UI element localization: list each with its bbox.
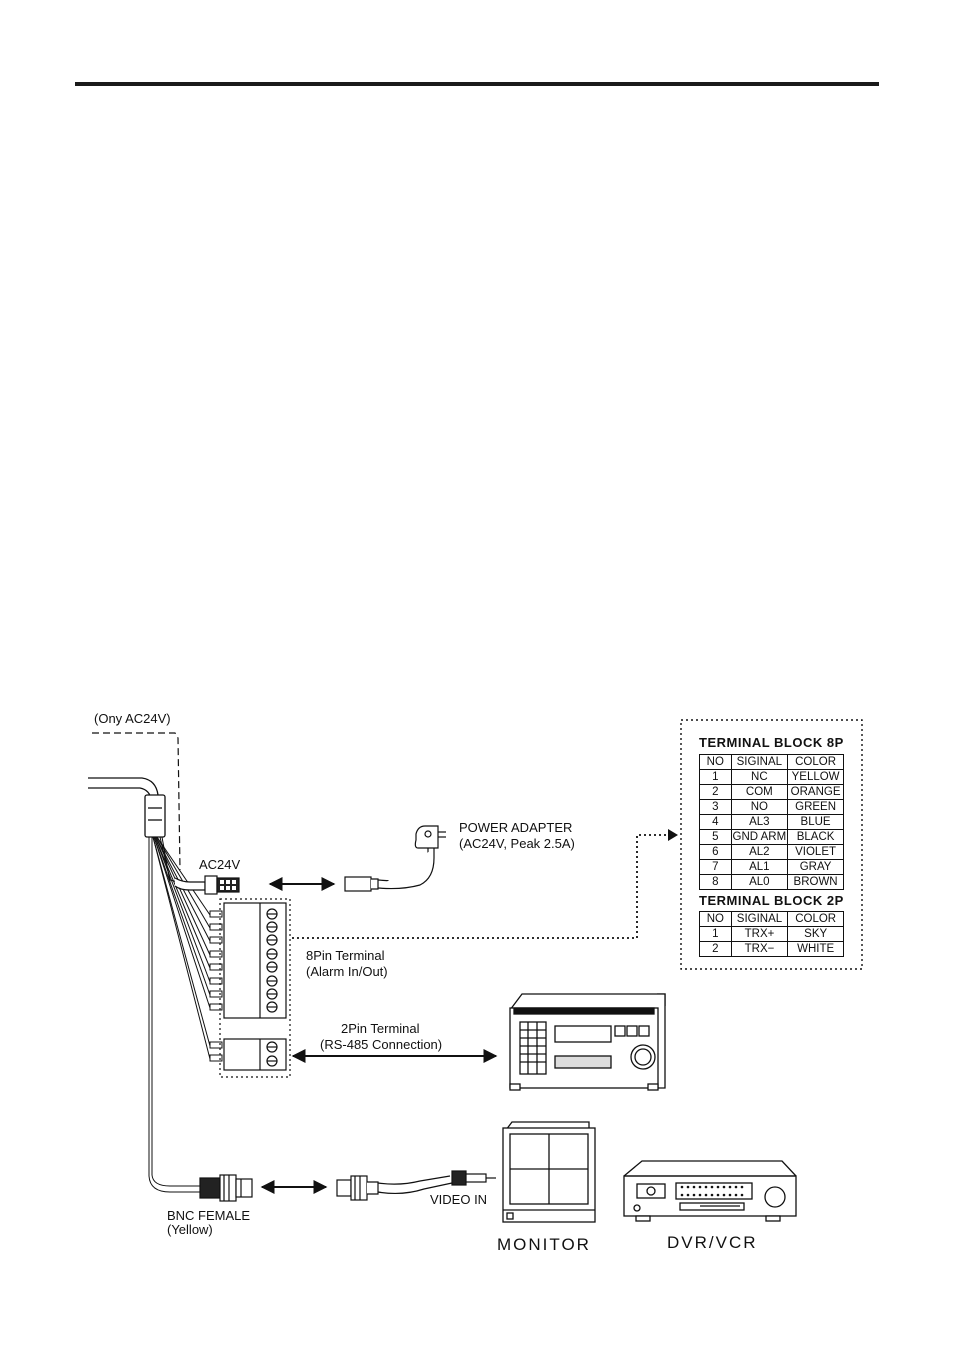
bnc-female-label: BNC FEMALE bbox=[167, 1208, 251, 1223]
table-cell: BROWN bbox=[787, 874, 844, 890]
dvr-vcr-label: DVR/VCR bbox=[667, 1233, 758, 1252]
table-cell: WHITE bbox=[787, 941, 844, 957]
pin8-terminal-label: 8Pin Terminal bbox=[306, 948, 385, 963]
table-cell: 2 bbox=[699, 941, 732, 957]
terminal-block-2p-title: TERMINAL BLOCK 2P bbox=[699, 893, 844, 908]
table-cell: AL0 bbox=[730, 874, 789, 890]
table-cell: COM bbox=[730, 784, 789, 800]
table-cell: TRX− bbox=[730, 941, 789, 957]
connection-arrows bbox=[260, 877, 498, 1194]
rs485-controller bbox=[509, 993, 666, 1091]
table-cell: VIOLET bbox=[787, 844, 844, 860]
power-adapter-label: POWER ADAPTER bbox=[459, 820, 573, 835]
dashed-guide bbox=[92, 732, 181, 871]
power-adapter-spec-label: (AC24V, Peak 2.5A) bbox=[459, 836, 575, 851]
ac24v-label: AC24V bbox=[199, 857, 241, 872]
table-header-cell: SIGINAL bbox=[730, 911, 789, 927]
table-cell: NC bbox=[730, 769, 789, 785]
table-header-cell: SIGINAL bbox=[730, 754, 789, 770]
bnc-color-label: (Yellow) bbox=[167, 1222, 213, 1237]
table-cell: 2 bbox=[699, 784, 732, 800]
dotted-link bbox=[292, 834, 670, 939]
table-header-cell: NO bbox=[699, 754, 732, 770]
terminal-dotted-outline bbox=[219, 898, 291, 1078]
monitor-label: MONITOR bbox=[497, 1235, 591, 1254]
table-cell: 4 bbox=[699, 814, 732, 830]
monitor-device bbox=[502, 1121, 596, 1223]
table-cell: 6 bbox=[699, 844, 732, 860]
table-cell: NO bbox=[730, 799, 789, 815]
table-cell: AL3 bbox=[730, 814, 789, 830]
pin-lugs bbox=[209, 910, 223, 1062]
ac24v-plug bbox=[174, 875, 240, 895]
table-cell: TRX+ bbox=[730, 926, 789, 942]
header-rule bbox=[75, 82, 879, 86]
table-cell: BLUE bbox=[787, 814, 844, 830]
table-header-cell: COLOR bbox=[787, 754, 844, 770]
table-cell: 7 bbox=[699, 859, 732, 875]
dvr-device bbox=[623, 1160, 797, 1222]
table-cell: 8 bbox=[699, 874, 732, 890]
table-cell: ORANGE bbox=[787, 784, 844, 800]
dotted-link-arrowhead bbox=[668, 829, 678, 841]
table-cell: GND ARM bbox=[730, 829, 789, 845]
table-cell: GREEN bbox=[787, 799, 844, 815]
table-cell: BLACK bbox=[787, 829, 844, 845]
video-in-label: VIDEO IN bbox=[430, 1192, 488, 1207]
wire-fan bbox=[148, 836, 211, 1193]
terminal-block-8p-title: TERMINAL BLOCK 8P bbox=[699, 735, 844, 750]
bnc-female-connector bbox=[199, 1174, 253, 1202]
bnc-male-cable bbox=[336, 1170, 496, 1201]
table-cell: 1 bbox=[699, 926, 732, 942]
table-cell: AL1 bbox=[730, 859, 789, 875]
pin2-terminal-sub-label: (RS-485 Connection) bbox=[320, 1037, 443, 1052]
table-cell: YELLOW bbox=[787, 769, 844, 785]
table-header-cell: COLOR bbox=[787, 911, 844, 927]
table-header-cell: NO bbox=[699, 911, 732, 927]
terminal-2pin bbox=[223, 1038, 287, 1071]
power-adapter bbox=[344, 825, 446, 892]
table-cell: GRAY bbox=[787, 859, 844, 875]
pin2-terminal-label: 2Pin Terminal bbox=[341, 1021, 420, 1036]
table-dotted-outline bbox=[680, 719, 863, 970]
table-cell: 5 bbox=[699, 829, 732, 845]
table-cell: 1 bbox=[699, 769, 732, 785]
pin8-terminal-sub-label: (Alarm In/Out) bbox=[306, 964, 388, 979]
main-cable bbox=[88, 777, 166, 838]
terminal-8pin bbox=[223, 902, 287, 1019]
table-cell: SKY bbox=[787, 926, 844, 942]
table-cell: 3 bbox=[699, 799, 732, 815]
ony-ac24v-label: (Ony AC24V) bbox=[94, 711, 171, 726]
table-cell: AL2 bbox=[730, 844, 789, 860]
